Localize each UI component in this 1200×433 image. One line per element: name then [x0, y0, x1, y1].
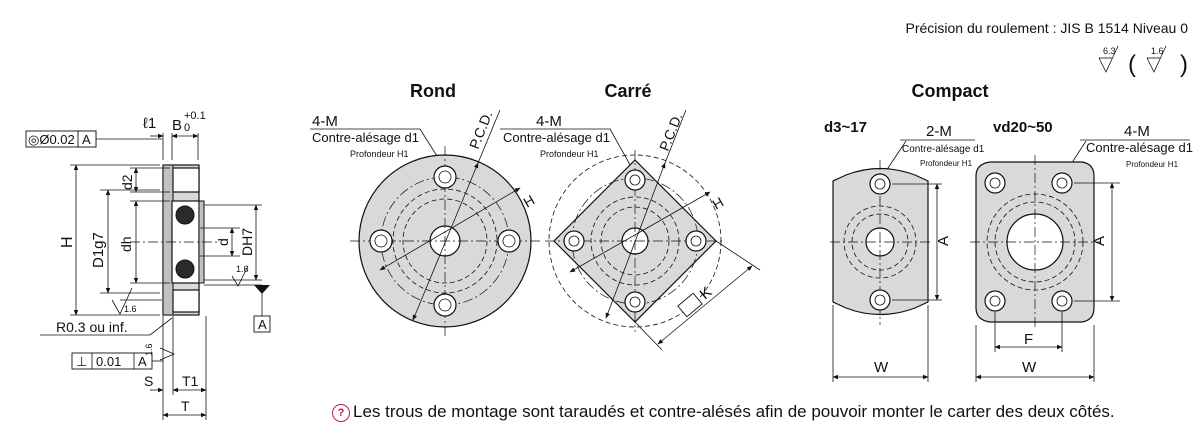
- info-icon: ?: [332, 404, 350, 422]
- compact-large-counterbore-label: Contre-alésage d1: [1086, 140, 1193, 155]
- square-counterbore-label: Contre-alésage d1: [503, 130, 610, 145]
- round-pcd-label: P.C.D.: [466, 109, 496, 152]
- compact-large-f-label: F: [1024, 331, 1033, 348]
- l1-label: ℓ1: [143, 115, 156, 132]
- perpendicularity-value: 0.01: [96, 354, 121, 369]
- compact-large-w-label: W: [1022, 359, 1037, 376]
- compact-title: Compact: [911, 81, 988, 101]
- square-h-label: H: [710, 194, 727, 213]
- round-holes-label: 4-M: [312, 113, 338, 130]
- section-view: ◎Ø0.02 A ℓ1 B +0.1 0 H D1g7: [25, 110, 271, 420]
- mounting-note: ?Les trous de montage sont taraudés et c…: [332, 402, 1115, 422]
- radius-note: R0.3 ou inf.: [56, 319, 128, 335]
- roughness-face: 1.6: [144, 343, 154, 356]
- t-label: T: [181, 398, 190, 414]
- svg-text:1.6: 1.6: [1151, 46, 1164, 56]
- dh7-label: DH7: [239, 228, 255, 256]
- s-label: S: [144, 373, 153, 389]
- round-title: Rond: [410, 81, 456, 101]
- dh-label: dh: [118, 236, 134, 252]
- round-depth-label: Profondeur H1: [350, 149, 409, 159]
- roughness-symbol-main: 6.3 ( 1.6 ): [1098, 45, 1188, 78]
- mounting-note-text: Les trous de montage sont taraudés et co…: [353, 402, 1115, 421]
- square-depth-label: Profondeur H1: [540, 149, 599, 159]
- d2-label: d2: [119, 174, 135, 190]
- t1-label: T1: [182, 373, 199, 389]
- compact-large-holes-label: 4-M: [1124, 123, 1150, 140]
- round-counterbore-label: Contre-alésage d1: [312, 130, 419, 145]
- compact-small-w-label: W: [874, 359, 889, 376]
- square-holes-label: 4-M: [536, 113, 562, 130]
- datum-a-box: A: [258, 317, 267, 332]
- compact-small-counterbore-label: Contre-alésage d1: [902, 144, 985, 155]
- b-tol-upper: +0.1: [184, 110, 206, 122]
- compact-large-range: vd20~50: [993, 119, 1053, 136]
- h-label: H: [59, 236, 76, 248]
- square-flange-view: Carré 4-M Contre-alésage d1 Profondeur H…: [500, 81, 761, 351]
- square-title: Carré: [604, 81, 651, 101]
- d-label: d: [215, 238, 231, 246]
- roughness-outer: 1.6: [124, 304, 137, 314]
- perpendicularity-symbol: ⊥: [76, 354, 87, 369]
- compact-large-a-label: A: [1091, 236, 1108, 246]
- compact-small-a-label: A: [935, 236, 952, 246]
- square-pcd-label: P.C.D.: [656, 111, 686, 154]
- b-label: B: [172, 117, 182, 134]
- svg-text:6.3: 6.3: [1103, 46, 1116, 56]
- svg-text:): ): [1180, 51, 1188, 78]
- d1g7-label: D1g7: [90, 232, 107, 268]
- b-tol-lower: 0: [184, 122, 190, 134]
- bearing-precision-label: Précision du roulement : JIS B 1514 Nive…: [906, 20, 1189, 36]
- compact-small-depth-label: Profondeur H1: [920, 159, 973, 168]
- compact-flange-views: Compact d3~17 2-M Contre-alésage d1 Prof…: [824, 81, 1193, 382]
- roughness-inner: 1.6: [236, 264, 249, 274]
- flatness-tolerance: ◎Ø0.02: [28, 132, 75, 147]
- compact-small-holes-label: 2-M: [926, 123, 952, 140]
- datum-a-ref-2: A: [138, 354, 147, 369]
- compact-large-depth-label: Profondeur H1: [1126, 160, 1179, 169]
- datum-a-ref: A: [82, 132, 91, 147]
- compact-small-range: d3~17: [824, 119, 867, 136]
- round-flange-view: Rond 4-M Contre-alésage d1 Profondeur H1…: [310, 81, 540, 336]
- svg-text:(: (: [1128, 51, 1136, 78]
